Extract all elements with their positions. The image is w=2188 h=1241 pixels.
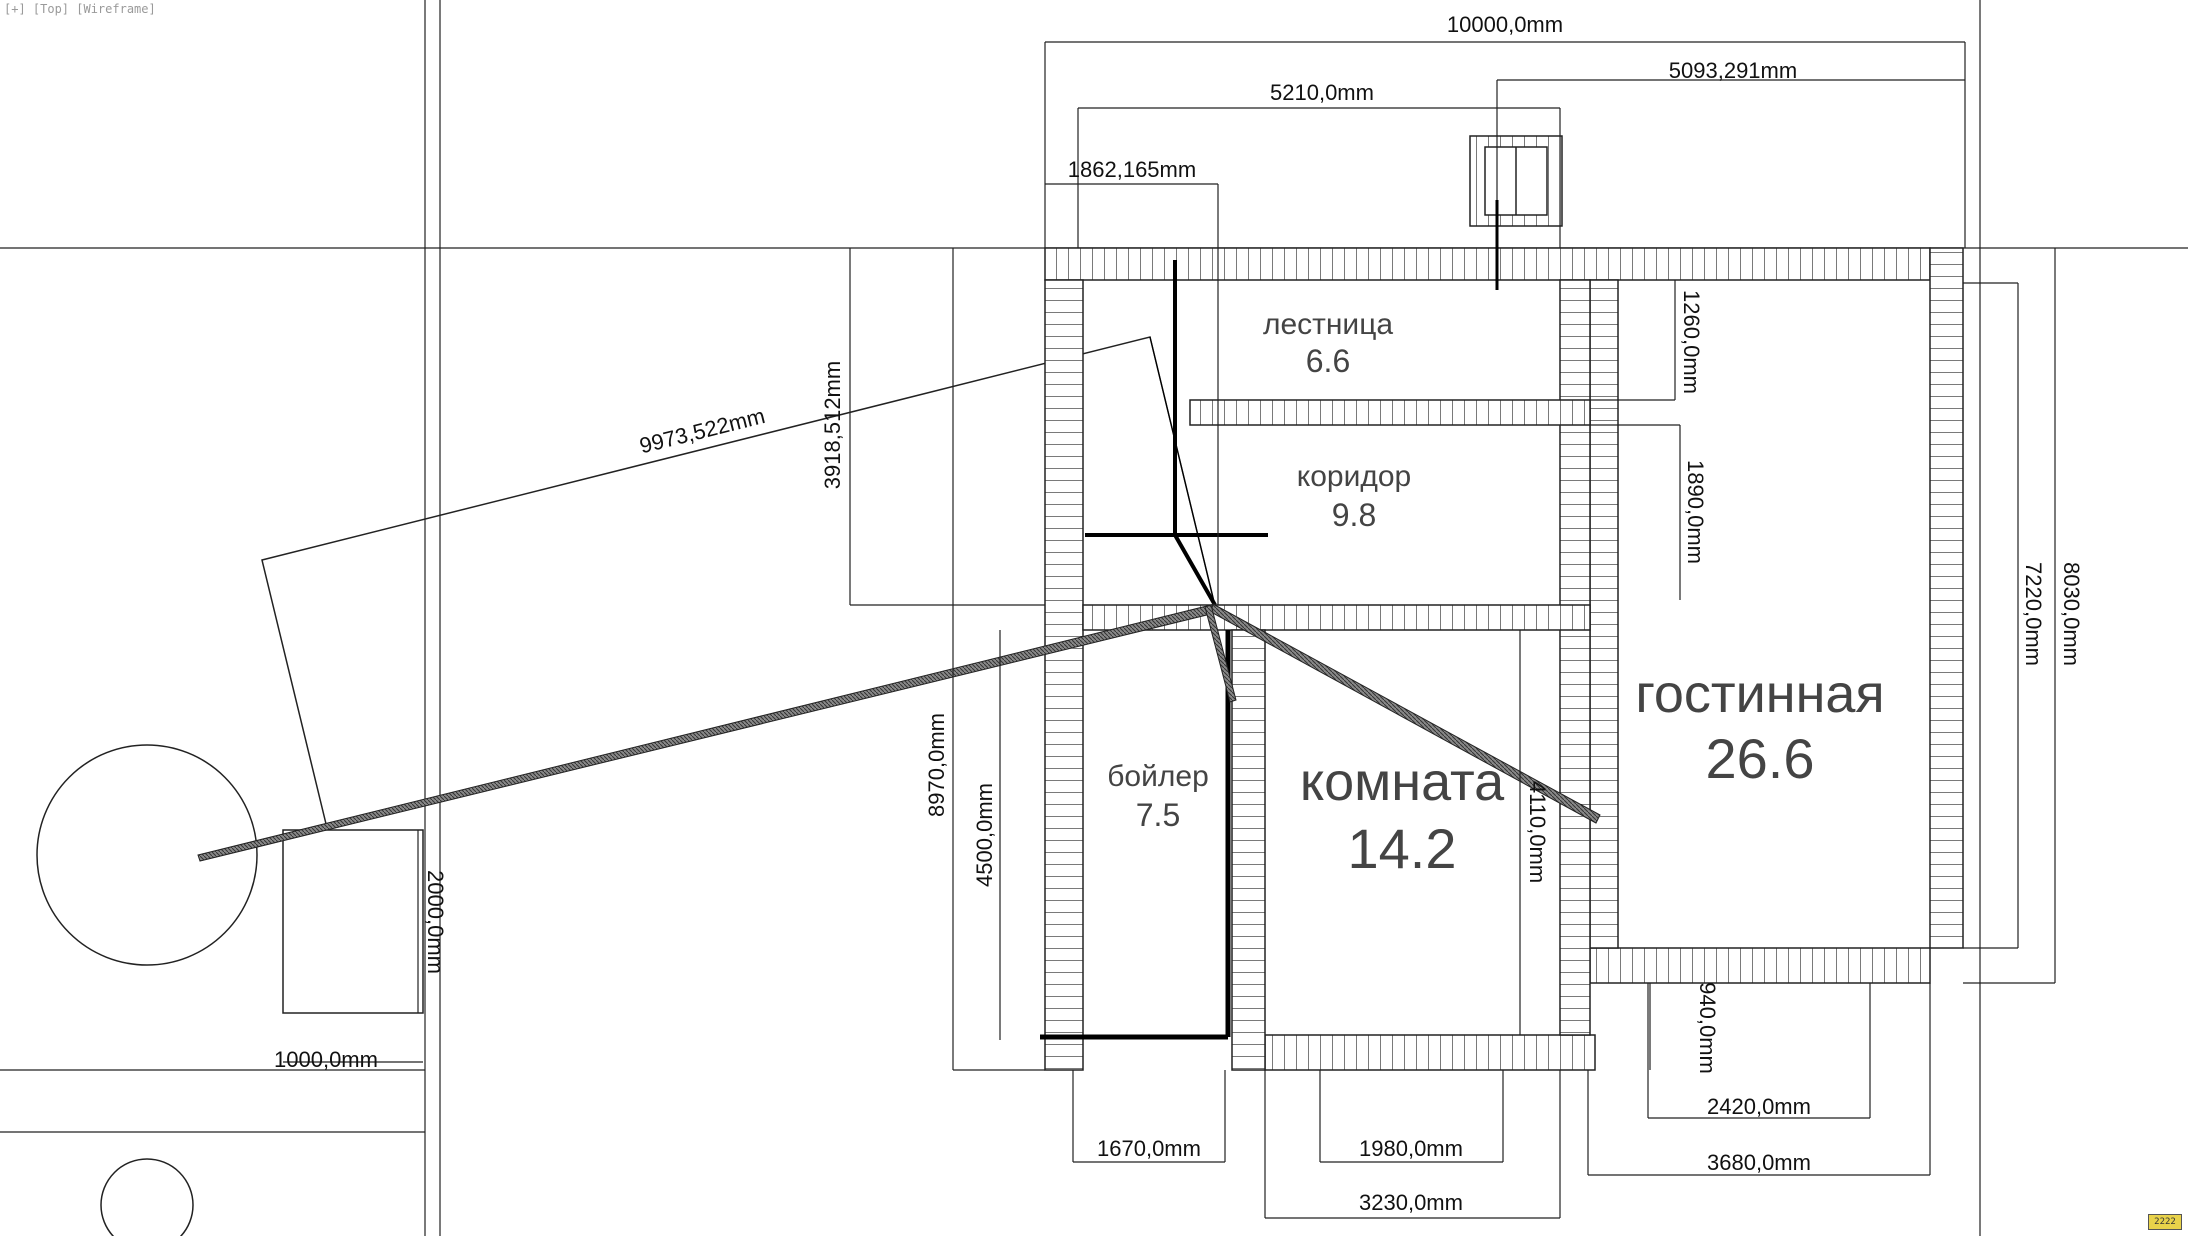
dim-3230: 3230,0mm <box>1359 1190 1463 1215</box>
viewport-label[interactable]: [+] [Top] [Wireframe] <box>4 2 156 16</box>
dim-1980: 1980,0mm <box>1359 1136 1463 1161</box>
walls <box>1044 247 1964 1071</box>
dim-1260: 1260,0mm <box>1679 290 1704 394</box>
dim-3680: 3680,0mm <box>1707 1150 1811 1175</box>
room-area-room: 14.2 <box>1348 817 1457 880</box>
room-area-boiler: 7.5 <box>1136 797 1180 833</box>
dim-2420: 2420,0mm <box>1707 1094 1811 1119</box>
dim-7220: 7220,0mm <box>2021 562 2046 666</box>
boiler-room-lines <box>1040 200 1499 1040</box>
room-name-living: гостинная <box>1635 664 1884 724</box>
dim-1890: 1890,0mm <box>1683 460 1708 564</box>
room-area-stair: 6.6 <box>1306 343 1350 379</box>
site-objects <box>36 135 1563 1241</box>
dim-940: 940,0mm <box>1695 982 1720 1074</box>
dim-8970: 8970,0mm <box>924 713 949 817</box>
room-area-corridor: 9.8 <box>1332 497 1376 533</box>
room-name-boiler: бойлер <box>1107 760 1209 793</box>
tree-circle <box>36 744 258 966</box>
dim-5093: 5093,291mm <box>1669 58 1797 83</box>
dim-1862: 1862,165mm <box>1068 157 1196 182</box>
room-labels: лестница 6.6 коридор 9.8 бойлер 7.5 комн… <box>1107 308 1884 880</box>
dim-1000: 1000,0mm <box>274 1047 378 1072</box>
small-structure <box>282 829 424 1014</box>
dim-2000: 2000,0mm <box>423 870 448 974</box>
room-name-stair: лестница <box>1263 308 1393 341</box>
dim-5210: 5210,0mm <box>1270 80 1374 105</box>
dimension-lines <box>283 41 2056 1219</box>
dim-3918: 3918,512mm <box>820 361 845 489</box>
room-area-living: 26.6 <box>1706 727 1815 790</box>
room-name-room: комната <box>1300 752 1505 812</box>
dim-10000: 10000,0mm <box>1447 12 1563 37</box>
dim-1670: 1670,0mm <box>1097 1136 1201 1161</box>
viewport-corner-badge[interactable]: 2222 <box>2148 1214 2182 1230</box>
room-name-corridor: коридор <box>1297 460 1411 493</box>
dim-4500: 4500,0mm <box>972 783 997 887</box>
well-circle <box>100 1158 194 1241</box>
dim-4110: 4110,0mm <box>1525 781 1550 883</box>
dim-8030: 8030,0mm <box>2059 562 2084 666</box>
dimension-labels: 10000,0mm 5210,0mm 5093,291mm 1862,165mm… <box>274 12 2084 1215</box>
pipes <box>197 603 1601 862</box>
